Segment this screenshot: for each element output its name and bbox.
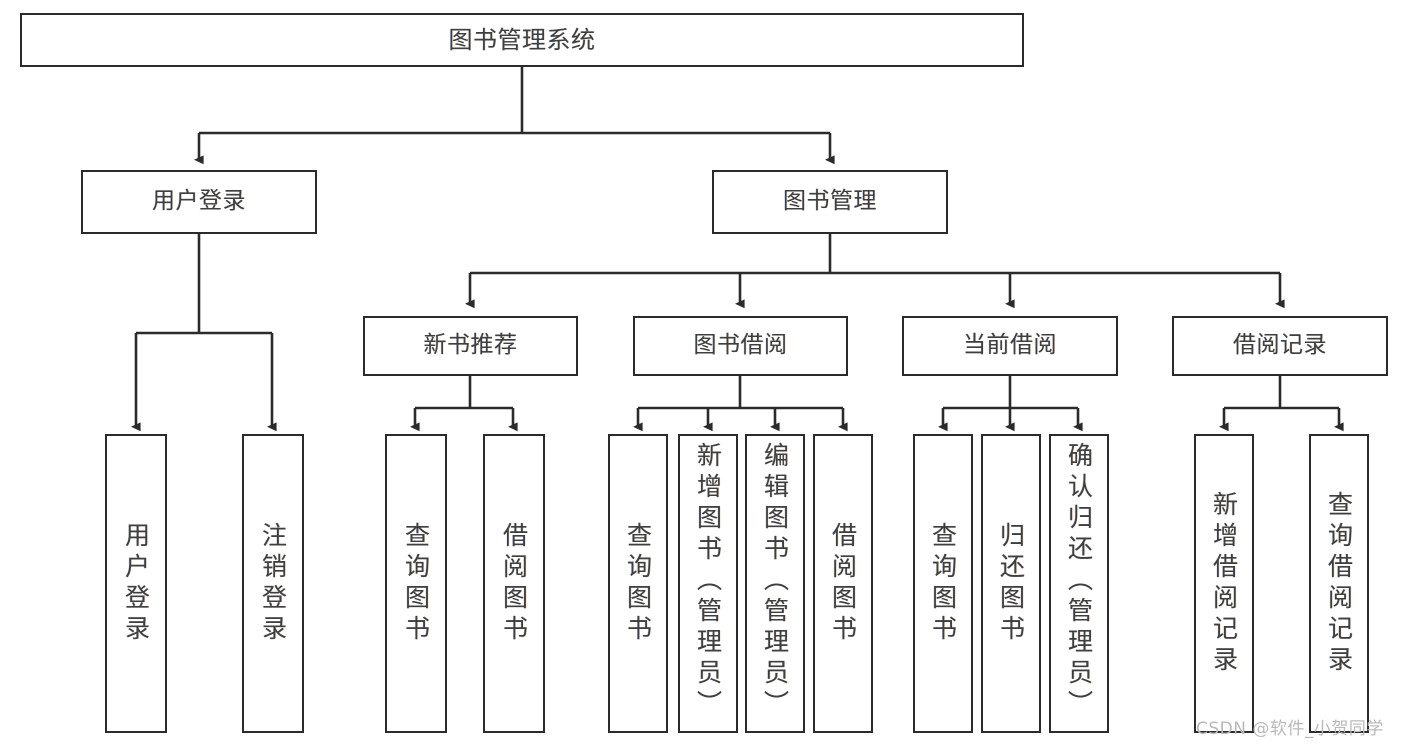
leaf-borrow-book[interactable]: 借阅图书 (813, 434, 873, 733)
node-new-book-recommend[interactable]: 新书推荐 (363, 316, 578, 376)
node-label: 图书管理 (783, 188, 877, 215)
node-user-login[interactable]: 用户登录 (81, 170, 317, 234)
leaf-label: 注销登录 (258, 521, 288, 646)
leaf-query-borrow-record[interactable]: 查询借阅记录 (1309, 434, 1369, 733)
leaf-label: 归还图书 (996, 521, 1026, 646)
node-root-book-management-system[interactable]: 图书管理系统 (20, 13, 1024, 67)
node-book-borrow[interactable]: 图书借阅 (633, 316, 848, 376)
node-book-management[interactable]: 图书管理 (712, 170, 948, 234)
node-label: 借阅记录 (1233, 332, 1327, 359)
leaf-query-book-borrow[interactable]: 查询图书 (608, 434, 668, 733)
node-label: 图书借阅 (693, 332, 788, 359)
leaf-add-book-admin[interactable]: 新增图书（管理员） (678, 434, 738, 733)
leaf-label: 新增借阅记录 (1209, 490, 1239, 677)
leaf-label: 查询借阅记录 (1324, 490, 1354, 677)
node-borrow-record[interactable]: 借阅记录 (1172, 316, 1388, 376)
node-current-borrow[interactable]: 当前借阅 (902, 316, 1118, 376)
leaf-query-book-recommend[interactable]: 查询图书 (385, 434, 447, 733)
leaf-label: 新增图书（管理员） (693, 442, 723, 721)
leaf-edit-book-admin[interactable]: 编辑图书（管理员） (745, 434, 805, 733)
leaf-return-book[interactable]: 归还图书 (981, 434, 1041, 733)
leaf-label: 确认归还（管理员） (1064, 442, 1094, 721)
leaf-query-book-current[interactable]: 查询图书 (913, 434, 973, 733)
leaf-label: 查询图书 (401, 521, 431, 646)
leaf-borrow-book-recommend[interactable]: 借阅图书 (483, 434, 545, 733)
leaf-user-login[interactable]: 用户登录 (105, 434, 167, 733)
leaf-label: 借阅图书 (828, 521, 858, 646)
node-label: 用户登录 (152, 188, 246, 215)
leaf-confirm-return-admin[interactable]: 确认归还（管理员） (1049, 434, 1109, 733)
leaf-label: 查询图书 (623, 521, 653, 646)
leaf-label: 借阅图书 (499, 521, 529, 646)
leaf-add-borrow-record[interactable]: 新增借阅记录 (1194, 434, 1254, 733)
node-label: 图书管理系统 (448, 25, 596, 54)
leaf-label: 查询图书 (928, 521, 958, 646)
leaf-label: 用户登录 (121, 521, 151, 646)
leaf-label: 编辑图书（管理员） (760, 442, 790, 721)
leaf-logout[interactable]: 注销登录 (242, 434, 304, 733)
node-label: 新书推荐 (423, 332, 518, 359)
csdn-watermark: CSDN @软件_小贺同学 (1196, 719, 1384, 739)
node-label: 当前借阅 (963, 332, 1057, 359)
